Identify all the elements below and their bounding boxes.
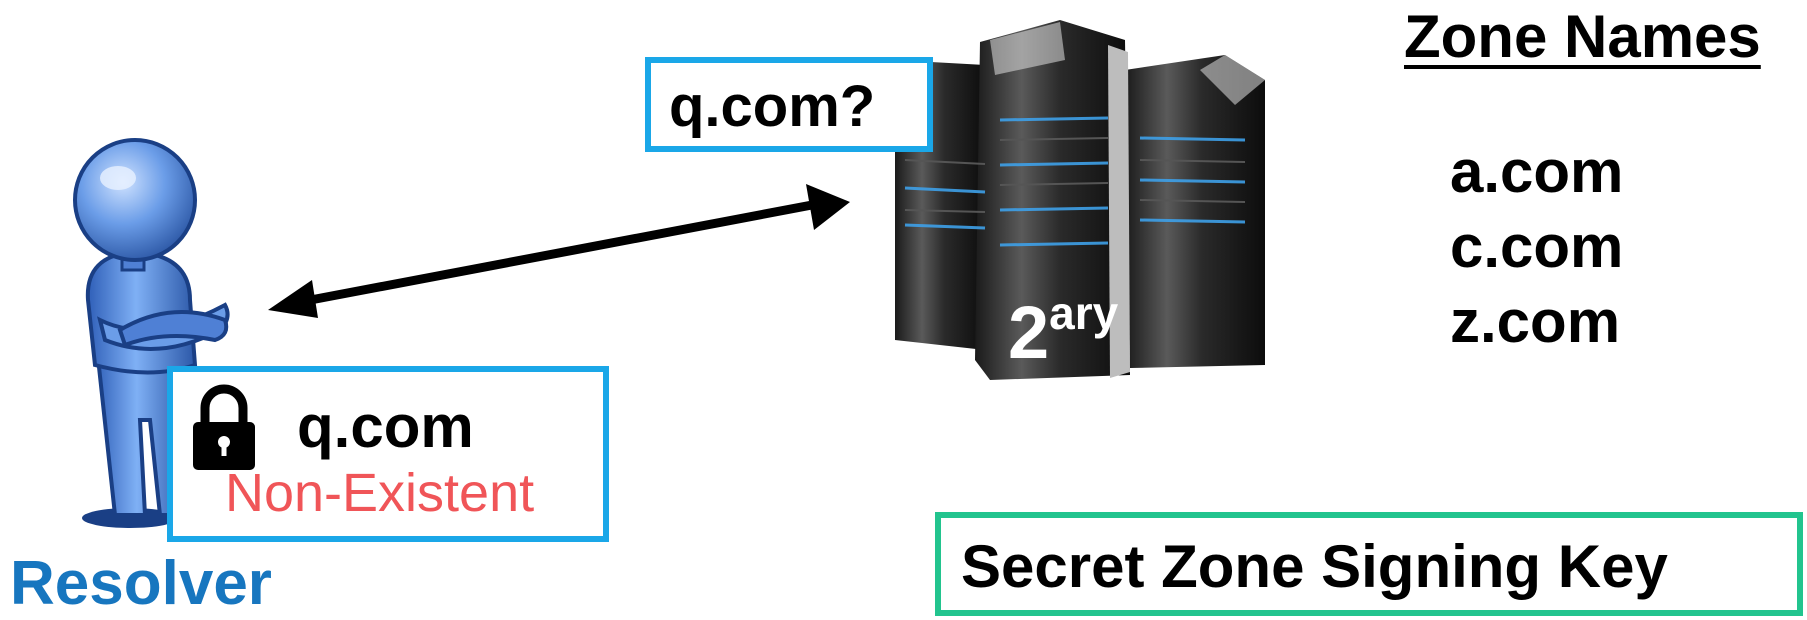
answer-status: Non-Existent <box>225 463 535 523</box>
server-label-sup: ary <box>1049 287 1119 339</box>
query-text: q.com? <box>669 74 876 139</box>
person-icon <box>73 138 230 528</box>
resolver-label: Resolver <box>10 549 272 618</box>
answer-box: q.com Non-Existent <box>167 366 609 542</box>
server-label-main: 2 <box>1008 291 1050 374</box>
zone-name-item: a.com <box>1450 138 1624 205</box>
secret-key-box: Secret Zone Signing Key <box>935 512 1803 616</box>
arrow-bidirectional <box>268 184 850 318</box>
query-box: q.com? <box>645 57 933 152</box>
lock-icon <box>193 384 255 470</box>
secret-key-label: Secret Zone Signing Key <box>961 533 1668 600</box>
zone-name-item: z.com <box>1450 288 1621 355</box>
zone-name-item: c.com <box>1450 213 1624 280</box>
answer-domain: q.com <box>297 393 474 460</box>
server-icon <box>895 20 1265 380</box>
server-label: 2ary <box>1008 287 1119 375</box>
zone-names-title: Zone Names <box>1404 3 1761 70</box>
